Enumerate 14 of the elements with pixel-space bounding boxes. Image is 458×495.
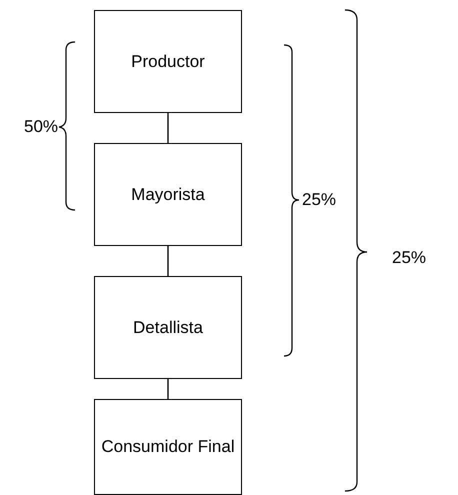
connector-line	[167, 379, 169, 399]
process-box	[94, 143, 242, 246]
box-label: Detallista	[133, 316, 203, 339]
connector-line	[167, 113, 169, 143]
percentage-label: 25%	[392, 248, 426, 268]
process-box	[94, 399, 242, 495]
connector-line	[167, 246, 169, 276]
percentage-label: 50%	[24, 117, 58, 137]
box-label: Consumidor Final	[101, 436, 235, 458]
process-box	[94, 10, 242, 113]
box-label: Mayorista	[131, 184, 205, 206]
percentage-label: 25%	[302, 190, 336, 210]
box-label: Productor	[131, 50, 205, 73]
process-box	[94, 276, 242, 379]
